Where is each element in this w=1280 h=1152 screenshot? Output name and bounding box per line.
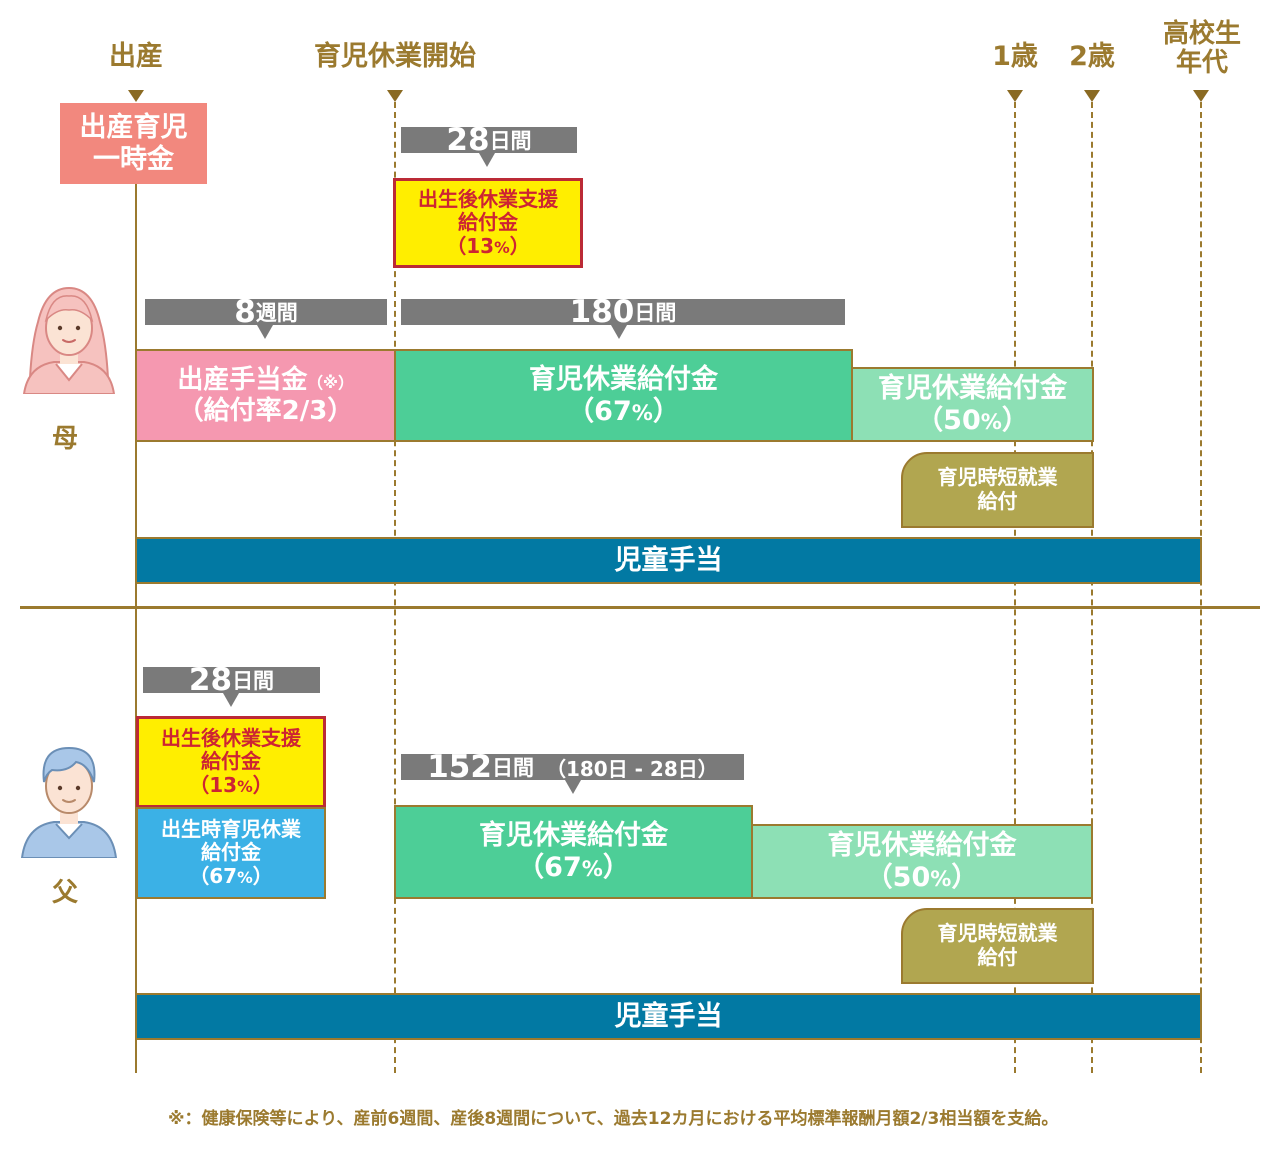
maternity-allowance-line2: （給付率2/3） xyxy=(177,395,354,426)
father-28-days-number: 28 xyxy=(188,662,233,698)
mother-shortwork-line1: 育児時短就業 xyxy=(937,465,1058,490)
timeline-highschool-line xyxy=(1200,102,1202,1073)
mother-child-allowance-label: 児童手当 xyxy=(614,544,723,576)
timeline-leave-start-line xyxy=(394,102,396,1073)
mother-avatar-icon xyxy=(22,286,116,394)
father-child-allowance-label: 児童手当 xyxy=(614,1000,723,1032)
mother-support-benefit-box: 出生後休業支援 給付金 （13%） xyxy=(393,178,583,268)
timeline-age1-line xyxy=(1014,102,1016,1073)
lump-sum-line1: 出産育児 xyxy=(79,111,188,143)
maternity-allowance-box: 出産手当金（※） （給付率2/3） xyxy=(135,349,396,442)
milestone-age1-label: 1歳 xyxy=(992,41,1038,72)
timeline-age2-line xyxy=(1091,102,1093,1073)
mother-28-days-unit: 日間 xyxy=(489,129,532,153)
milestone-birth-label: 出産 xyxy=(109,41,163,72)
father-support-line2: 給付金 xyxy=(201,749,261,774)
father-shortwork-benefit-box: 育児時短就業 給付 xyxy=(901,908,1094,984)
milestone-age1-arrow xyxy=(1007,90,1023,102)
milestone-highschool-line1: 高校生 xyxy=(1162,19,1241,49)
mother-child-allowance-bar: 児童手当 xyxy=(135,537,1202,584)
lump-sum-box: 出産育児 一時金 xyxy=(60,103,207,184)
maternity-allowance-line1: 出産手当金（※） xyxy=(177,364,354,395)
father-childcare-67-rate: （67%） xyxy=(517,852,630,883)
mother-childcare-67-rate: （67%） xyxy=(567,395,680,427)
father-support-rate: （13%） xyxy=(189,772,273,797)
father-childcare-67-line1: 育児休業給付金 xyxy=(479,820,668,852)
father-birth-leave-line2: 給付金 xyxy=(201,840,261,865)
timeline-birth-line xyxy=(135,180,137,1073)
mother-childcare-50-line1: 育児休業給付金 xyxy=(878,372,1067,404)
mother-father-divider xyxy=(20,606,1260,609)
father-support-line1: 出生後休業支援 xyxy=(161,725,301,750)
father-shortwork-line2: 給付 xyxy=(977,945,1018,969)
father-28-days-unit: 日間 xyxy=(232,669,275,693)
mother-support-line1: 出生後休業支援 xyxy=(418,186,558,211)
mother-childcare-67-box: 育児休業給付金 （67%） xyxy=(394,349,853,442)
lump-sum-line2: 一時金 xyxy=(93,143,174,175)
maternity-allowance-mark: （※） xyxy=(307,373,354,392)
father-152-days-number: 152 xyxy=(427,749,492,785)
father-152-days-unit: 日間 xyxy=(491,756,534,780)
mother-support-rate: （13%） xyxy=(446,233,530,258)
mother-support-line2: 給付金 xyxy=(458,210,518,235)
mother-childcare-50-box: 育児休業給付金 （50%） xyxy=(851,367,1094,442)
milestone-leave-start-arrow xyxy=(387,90,403,102)
father-birth-leave-rate: （67%） xyxy=(189,863,273,888)
father-label: 父 xyxy=(52,878,79,908)
father-childcare-50-line1: 育児休業給付金 xyxy=(827,829,1017,861)
milestone-leave-start-label: 育児休業開始 xyxy=(314,41,476,72)
father-birth-leave-line1: 出生時育児休業 xyxy=(161,816,301,841)
milestone-age2-arrow xyxy=(1084,90,1100,102)
mother-8-weeks-unit: 週間 xyxy=(255,301,298,325)
footnote: ※：健康保険等により、産前6週間、産後8週間について、過去12カ月における平均標… xyxy=(168,1109,1059,1129)
milestone-highschool-line2: 年代 xyxy=(1175,47,1228,78)
milestone-age2-label: 2歳 xyxy=(1069,41,1115,72)
father-shortwork-line1: 育児時短就業 xyxy=(937,921,1058,946)
father-child-allowance-bar: 児童手当 xyxy=(135,993,1202,1040)
milestone-birth-arrow xyxy=(128,90,144,102)
milestone-highschool-arrow xyxy=(1193,90,1209,102)
father-childcare-50-box: 育児休業給付金 （50%） xyxy=(751,824,1093,899)
mother-180-days-number: 180 xyxy=(569,294,635,330)
father-birth-leave-benefit-box: 出生時育児休業 給付金 （67%） xyxy=(136,807,326,899)
mother-8-weeks-number: 8 xyxy=(234,294,256,330)
mother-28-days-number: 28 xyxy=(446,122,490,158)
father-avatar-icon xyxy=(20,746,118,858)
mother-shortwork-benefit-box: 育児時短就業 給付 xyxy=(901,452,1094,528)
father-childcare-67-box: 育児休業給付金 （67%） xyxy=(394,805,753,899)
milestone-highschool-label: 高校生 年代 xyxy=(1150,20,1254,77)
mother-childcare-67-line1: 育児休業給付金 xyxy=(529,363,718,395)
mother-label: 母 xyxy=(52,424,79,454)
mother-180-days-unit: 日間 xyxy=(634,301,677,325)
father-152-days-formula: （180日 - 28日） xyxy=(545,756,718,781)
father-support-benefit-box: 出生後休業支援 給付金 （13%） xyxy=(136,716,326,808)
mother-childcare-50-rate: （50%） xyxy=(916,404,1029,436)
mother-shortwork-line2: 給付 xyxy=(977,489,1018,513)
father-childcare-50-rate: （50%） xyxy=(865,861,979,893)
